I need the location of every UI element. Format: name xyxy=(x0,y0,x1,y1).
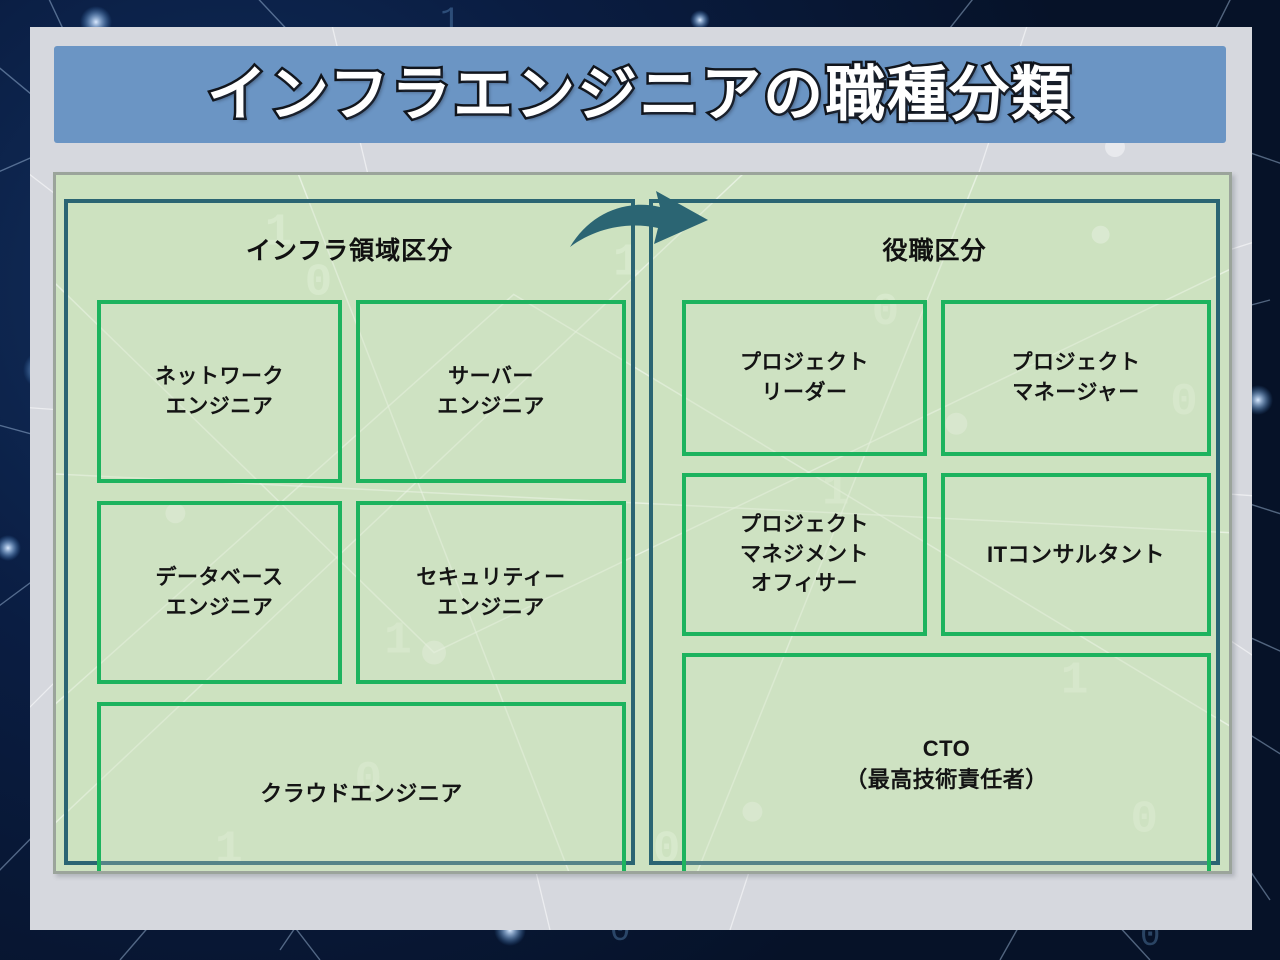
panel-infra-domain: インフラ領域区分 ネットワーク エンジニア サーバー エンジニア データベース … xyxy=(64,199,635,871)
item-box-it-consultant[interactable]: ITコンサルタント xyxy=(941,473,1211,636)
item-box-security-engineer[interactable]: セキュリティー エンジニア xyxy=(356,501,626,684)
item-label: ネットワーク エンジニア xyxy=(155,364,284,418)
svg-text:0: 0 xyxy=(1130,794,1157,846)
item-label: CTO （最高技術責任者） xyxy=(845,735,1048,792)
panel-header-job-title-category: 役職区分 xyxy=(882,237,987,265)
item-box-pmo[interactable]: プロジェクト マネジメント オフィサー xyxy=(682,473,927,636)
item-box-server-engineer[interactable]: サーバー エンジニア xyxy=(356,300,626,483)
svg-text:0: 0 xyxy=(354,754,381,806)
item-box-project-manager[interactable]: プロジェクト マネージャー xyxy=(941,300,1211,456)
item-box-cto[interactable]: CTO （最高技術責任者） xyxy=(682,653,1211,871)
panel-job-title-category: 役職区分 プロジェクト リーダー プロジェクト マネージャー プロジェクト マネ… xyxy=(649,199,1220,871)
item-box-cloud-engineer[interactable]: クラウドエンジニア xyxy=(97,702,626,871)
svg-text:1: 1 xyxy=(265,207,292,259)
page-title: インフラエンジニアの職種分類 xyxy=(204,60,1074,128)
item-label: プロジェクト マネジメント オフィサー xyxy=(740,512,869,596)
item-label: クラウドエンジニア xyxy=(260,780,463,806)
svg-text:0: 0 xyxy=(872,286,899,338)
svg-text:1: 1 xyxy=(1061,654,1088,706)
item-box-database-engineer[interactable]: データベース エンジニア xyxy=(97,501,342,684)
title-banner: インフラエンジニアの職種分類 xyxy=(54,46,1226,143)
item-label: サーバー エンジニア xyxy=(437,364,545,418)
item-box-network-engineer[interactable]: ネットワーク エンジニア xyxy=(97,300,342,483)
item-label: セキュリティー エンジニア xyxy=(416,565,566,619)
item-label: プロジェクト マネージャー xyxy=(1011,351,1141,404)
svg-text:0: 0 xyxy=(305,256,332,308)
item-label: ITコンサルタント xyxy=(986,541,1166,567)
panel-header-infra-domain: インフラ領域区分 xyxy=(245,237,454,265)
svg-text:1: 1 xyxy=(384,615,411,667)
item-box-project-leader[interactable]: プロジェクト リーダー xyxy=(682,300,927,456)
item-label: データベース エンジニア xyxy=(155,565,284,619)
svg-text:0: 0 xyxy=(1170,376,1197,428)
item-label: プロジェクト リーダー xyxy=(740,351,869,404)
